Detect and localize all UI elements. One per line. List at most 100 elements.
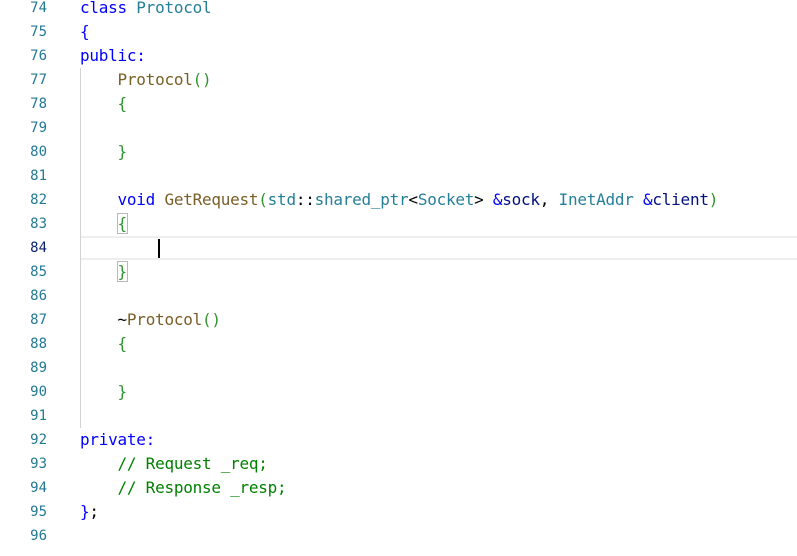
code-text[interactable]: { — [80, 20, 90, 44]
line-number: 96 — [30, 528, 47, 544]
code-token: InetAddr — [558, 190, 644, 209]
code-token: client — [652, 190, 709, 209]
code-line[interactable]: 89 — [0, 356, 797, 380]
text-cursor — [158, 239, 160, 258]
code-token — [80, 70, 118, 89]
code-text[interactable]: } — [80, 380, 128, 404]
code-line[interactable]: 94 // Response _resp; — [0, 476, 797, 500]
code-text[interactable]: class Protocol — [80, 0, 212, 20]
code-token — [80, 94, 118, 113]
code-token — [80, 382, 118, 401]
code-token: { — [80, 22, 90, 41]
code-token: ; — [89, 502, 99, 521]
code-token: } — [117, 382, 128, 401]
code-token: { — [116, 213, 128, 234]
code-line[interactable]: 91 — [0, 404, 797, 428]
code-token — [80, 262, 118, 281]
code-token: sock — [502, 190, 540, 209]
code-token: Protocol — [136, 0, 212, 17]
line-number: 83 — [30, 216, 47, 232]
code-token: class — [80, 0, 137, 17]
code-text[interactable]: private: — [80, 428, 155, 452]
code-text[interactable]: { — [80, 212, 128, 236]
line-number: 75 — [30, 24, 47, 40]
line-number: 80 — [30, 144, 47, 160]
code-text[interactable]: // Response _resp; — [80, 476, 287, 500]
code-line[interactable]: 79 — [0, 116, 797, 140]
code-line[interactable]: 75 { — [0, 20, 797, 44]
code-token: & — [492, 190, 503, 209]
code-text[interactable]: public: — [80, 44, 146, 68]
code-token: } — [117, 142, 128, 161]
code-text[interactable]: { — [80, 332, 128, 356]
code-token — [80, 142, 118, 161]
code-token — [80, 310, 118, 329]
code-token: ~ — [117, 310, 128, 329]
line-number: 78 — [30, 96, 47, 112]
line-number: 79 — [30, 120, 47, 136]
code-text[interactable]: // Request _req; — [80, 452, 268, 476]
code-token: Socket — [417, 190, 475, 209]
code-line[interactable]: 74 class Protocol — [0, 0, 797, 20]
code-text[interactable]: { — [80, 92, 128, 116]
code-line[interactable]: 95}; — [0, 500, 797, 524]
code-token: > — [474, 190, 493, 209]
code-text[interactable]: void GetRequest(std::shared_ptr<Socket> … — [80, 188, 719, 212]
code-token: :: — [295, 190, 315, 209]
code-line[interactable]: 88 { — [0, 332, 797, 356]
code-line[interactable]: 83 { — [0, 212, 797, 236]
code-token: } — [116, 261, 128, 282]
code-token: () — [201, 310, 221, 329]
code-line[interactable]: 81 — [0, 164, 797, 188]
code-token: () — [192, 70, 212, 89]
code-line[interactable]: 87 ~Protocol() — [0, 308, 797, 332]
code-token: { — [117, 94, 128, 113]
code-token: Protocol — [126, 310, 202, 329]
code-line[interactable]: 80 } — [0, 140, 797, 164]
code-line[interactable]: 78 { — [0, 92, 797, 116]
line-number: 91 — [30, 408, 47, 424]
code-token: ( — [258, 190, 268, 209]
code-line[interactable]: 82 void GetRequest(std::shared_ptr<Socke… — [0, 188, 797, 212]
code-text[interactable]: ~Protocol() — [80, 308, 221, 332]
code-token — [80, 334, 118, 353]
line-number: 74 — [30, 0, 47, 16]
code-token: ) — [708, 190, 719, 209]
code-token: // Response _resp; — [117, 478, 287, 497]
line-number: 86 — [30, 288, 47, 304]
code-token — [80, 454, 118, 473]
code-token: < — [408, 190, 418, 209]
code-token: } — [80, 502, 90, 521]
code-token: , — [539, 190, 559, 209]
code-text[interactable]: }; — [80, 500, 99, 524]
code-token — [80, 478, 118, 497]
code-line[interactable]: 84 — [0, 236, 797, 260]
code-token: Protocol — [117, 70, 193, 89]
line-number: 85 — [30, 264, 47, 280]
code-line[interactable]: 93 // Request _req; — [0, 452, 797, 476]
code-line[interactable]: 86 — [0, 284, 797, 308]
line-number: 95 — [30, 504, 47, 520]
code-line[interactable]: 85 } — [0, 260, 797, 284]
code-token: & — [643, 190, 653, 209]
code-line[interactable]: 77 Protocol() — [0, 68, 797, 92]
line-number: 90 — [30, 384, 47, 400]
code-token: { — [117, 334, 128, 353]
line-number: 93 — [30, 456, 47, 472]
code-token — [80, 190, 118, 209]
code-token: shared_ptr — [314, 190, 409, 209]
indent-guide — [80, 68, 81, 428]
code-line[interactable]: 96 — [0, 524, 797, 548]
line-number: 87 — [30, 312, 47, 328]
code-text[interactable]: } — [80, 140, 128, 164]
code-line[interactable]: 90 } — [0, 380, 797, 404]
code-token: private: — [80, 430, 156, 449]
line-number: 84 — [30, 240, 47, 256]
code-text[interactable]: } — [80, 260, 128, 284]
code-token — [80, 214, 118, 233]
line-number: 94 — [30, 480, 47, 496]
code-text[interactable]: Protocol() — [80, 68, 212, 92]
